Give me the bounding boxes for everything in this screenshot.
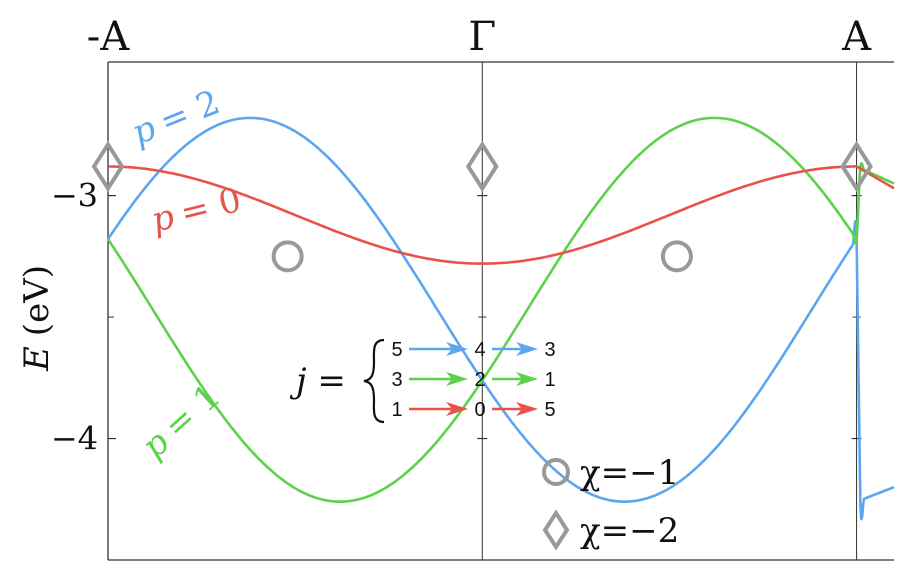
legend-marker-diamond [542,509,570,551]
j-annotation-prefix: j = [289,361,346,401]
series-label-var-0: p [126,108,161,153]
legend-marker-circle [542,458,570,486]
x-tick-label-2: A [841,14,872,60]
marker-diamond-2 [91,140,125,193]
legend: χ=−1 χ=−2 [542,453,679,551]
marker-circle-1 [660,240,693,273]
j-arrow-head-2-1 [516,402,538,416]
series-layer [106,116,895,521]
series-label-var-2: p [148,197,179,241]
series-label-eq-2: = 0 [176,180,245,234]
j-value-0-0: 5 [391,339,402,361]
y-axis-label-var: E [17,346,57,372]
series-label-eq-0: = 2 [154,82,225,142]
series-label-1: p= 1 [134,376,228,466]
j-value-0-1: 4 [474,339,485,361]
legend-label-1: χ=−2 [580,511,679,551]
axes-layer: -A Γ A −3 −4 E (eV) [17,14,894,561]
y-tick-label-1: −4 [51,420,98,458]
y-axis-label: E (eV) [17,265,57,372]
legend-label-0: χ=−1 [580,453,679,493]
x-tick-label-0: -A [87,14,131,60]
j-annotation: j = 5 4 3 3 2 1 1 0 5 [289,338,556,424]
marker-diamond-3 [465,140,499,193]
j-annotation-brace [363,338,385,424]
series-line-0 [106,116,895,521]
x-tick-label-1: Γ [468,14,496,60]
j-value-1-2: 1 [544,369,555,391]
j-value-2-2: 5 [544,399,555,421]
y-axis-label-unit: (eV) [17,265,57,336]
marker-circle-0 [271,240,304,273]
series-line-1 [106,116,895,503]
j-arrow-head-0-1 [516,342,538,356]
j-value-2-0: 1 [391,399,402,421]
j-value-1-0: 3 [391,369,402,391]
series-label-0: p= 2 [126,82,225,153]
j-value-1-1: 2 [474,369,485,391]
y-tick-label-0: −3 [51,177,98,215]
j-value-2-1: 0 [474,399,485,421]
series-label-eq-1: = 1 [156,376,228,447]
j-arrow-head-2-0 [446,402,468,416]
marker-layer [91,140,873,273]
series-label-2: p= 0 [148,180,246,241]
j-arrow-head-0-0 [446,342,468,356]
j-arrow-head-1-0 [446,372,468,386]
j-arrow-head-1-1 [516,372,538,386]
marker-diamond-4 [840,140,873,193]
series-line-2 [107,165,895,265]
j-value-0-2: 3 [544,339,555,361]
label-layer: p= 2p= 1p= 0 [126,82,245,466]
